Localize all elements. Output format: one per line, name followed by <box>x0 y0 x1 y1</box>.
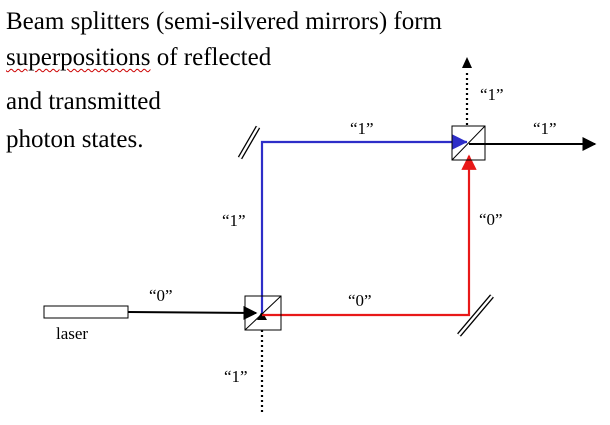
heading-line-2: superpositions of reflected <box>6 44 271 72</box>
laser-beam <box>127 305 258 320</box>
blue-path <box>260 140 467 313</box>
laser-box <box>43 305 129 319</box>
mirror-top-left <box>237 125 261 160</box>
heading-line-4: photon states. <box>6 126 144 153</box>
label-top-arm: “1” <box>350 119 374 138</box>
heading-line-2-rest: of reflected <box>150 44 272 71</box>
red-path <box>262 160 471 317</box>
label-bottom-arm: “0” <box>348 291 372 310</box>
label-input-bottom: “1” <box>224 367 248 386</box>
beam-splitter-1 <box>244 295 282 331</box>
spellcheck-word: superpositions <box>6 44 151 71</box>
heading-line-3: and transmitted <box>6 88 161 115</box>
label-laser-beam: “0” <box>149 286 173 305</box>
label-left-arm: “1” <box>222 211 246 230</box>
label-laser: laser <box>56 324 88 343</box>
beam-splitter-2 <box>451 125 486 161</box>
label-right-arm: “0” <box>479 210 503 229</box>
heading-line-1: Beam splitters (semi-silvered mirrors) f… <box>6 8 442 35</box>
label-output-right: “1” <box>533 119 557 138</box>
output-up-arrowhead <box>462 57 472 68</box>
mirror-bottom-right <box>457 294 494 337</box>
label-output-top: “1” <box>480 85 504 104</box>
